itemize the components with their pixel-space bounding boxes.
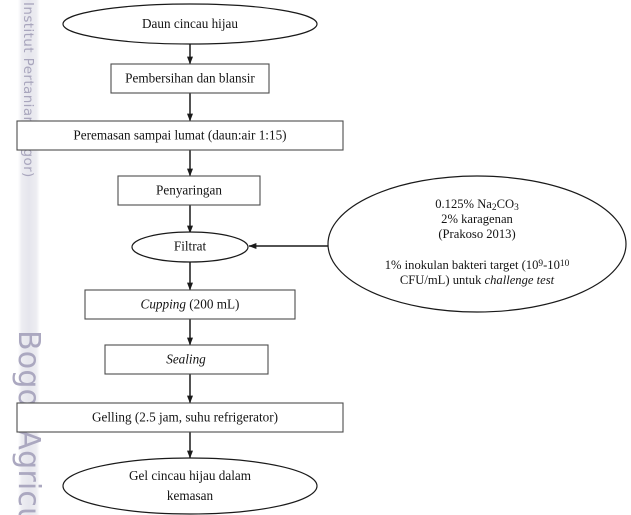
node-label-n1: Daun cincau hijau (142, 16, 238, 31)
callout-seg-5a: 1% inokulan bakteri target (10 (385, 258, 539, 272)
callout-seg-5c: -10 (543, 258, 560, 272)
node-pembersihan-dan-blansir (110, 63, 270, 94)
callout-seg-5d: 10 (560, 259, 570, 269)
node-label-n2: Pembersihan dan blansir (125, 71, 255, 86)
node-label-n7: Sealing (166, 352, 206, 367)
node-label-n6-rest: (200 mL) (186, 297, 239, 312)
node-daun-cincau-hijau (62, 3, 318, 45)
node-label-n6: Cupping (200 mL) (141, 297, 240, 312)
node-gel-cincau-hijau-dalam-kemasan (62, 457, 318, 515)
callout-seg-1d: 3 (514, 203, 519, 213)
callout-seg-1a: 0.125% Na (435, 197, 492, 211)
callout-seg-6a: CFU/mL) untuk (400, 273, 485, 287)
node-label-n9-line1: Gel cincau hijau dalam (129, 468, 252, 483)
node-label-n4: Penyaringan (156, 183, 222, 198)
node-penyaringan (117, 175, 261, 206)
node-peremasan-sampai-lumat (16, 120, 344, 151)
callout-line-3: (Prakoso 2013) (438, 227, 515, 241)
node-label-n6-italic: Cupping (141, 297, 187, 312)
node-label-n8: Gelling (2.5 jam, suhu refrigerator) (92, 410, 278, 425)
callout-line-2: 2% karagenan (441, 212, 513, 226)
callout-seg-5b: 9 (538, 259, 543, 269)
node-filtrat (131, 231, 249, 263)
callout-seg-6b: challenge test (485, 273, 555, 287)
node-sealing (104, 344, 269, 375)
callout-line-6: CFU/mL) untuk challenge test (400, 273, 555, 287)
callout-line-1: 0.125% Na2CO3 (435, 197, 519, 213)
callout-ellipse-ingredients (327, 175, 627, 313)
node-label-n9-line2: kemasan (167, 488, 214, 503)
callout-line-5: 1% inokulan bakteri target (109-1010 (385, 258, 570, 272)
callout-seg-1c: CO (497, 197, 515, 211)
callout-seg-1b: 2 (492, 203, 497, 213)
node-cupping (84, 289, 296, 320)
node-label-n3: Peremasan sampai lumat (daun:air 1:15) (73, 128, 286, 143)
node-gelling (16, 402, 344, 433)
node-label-n5: Filtrat (174, 239, 207, 254)
